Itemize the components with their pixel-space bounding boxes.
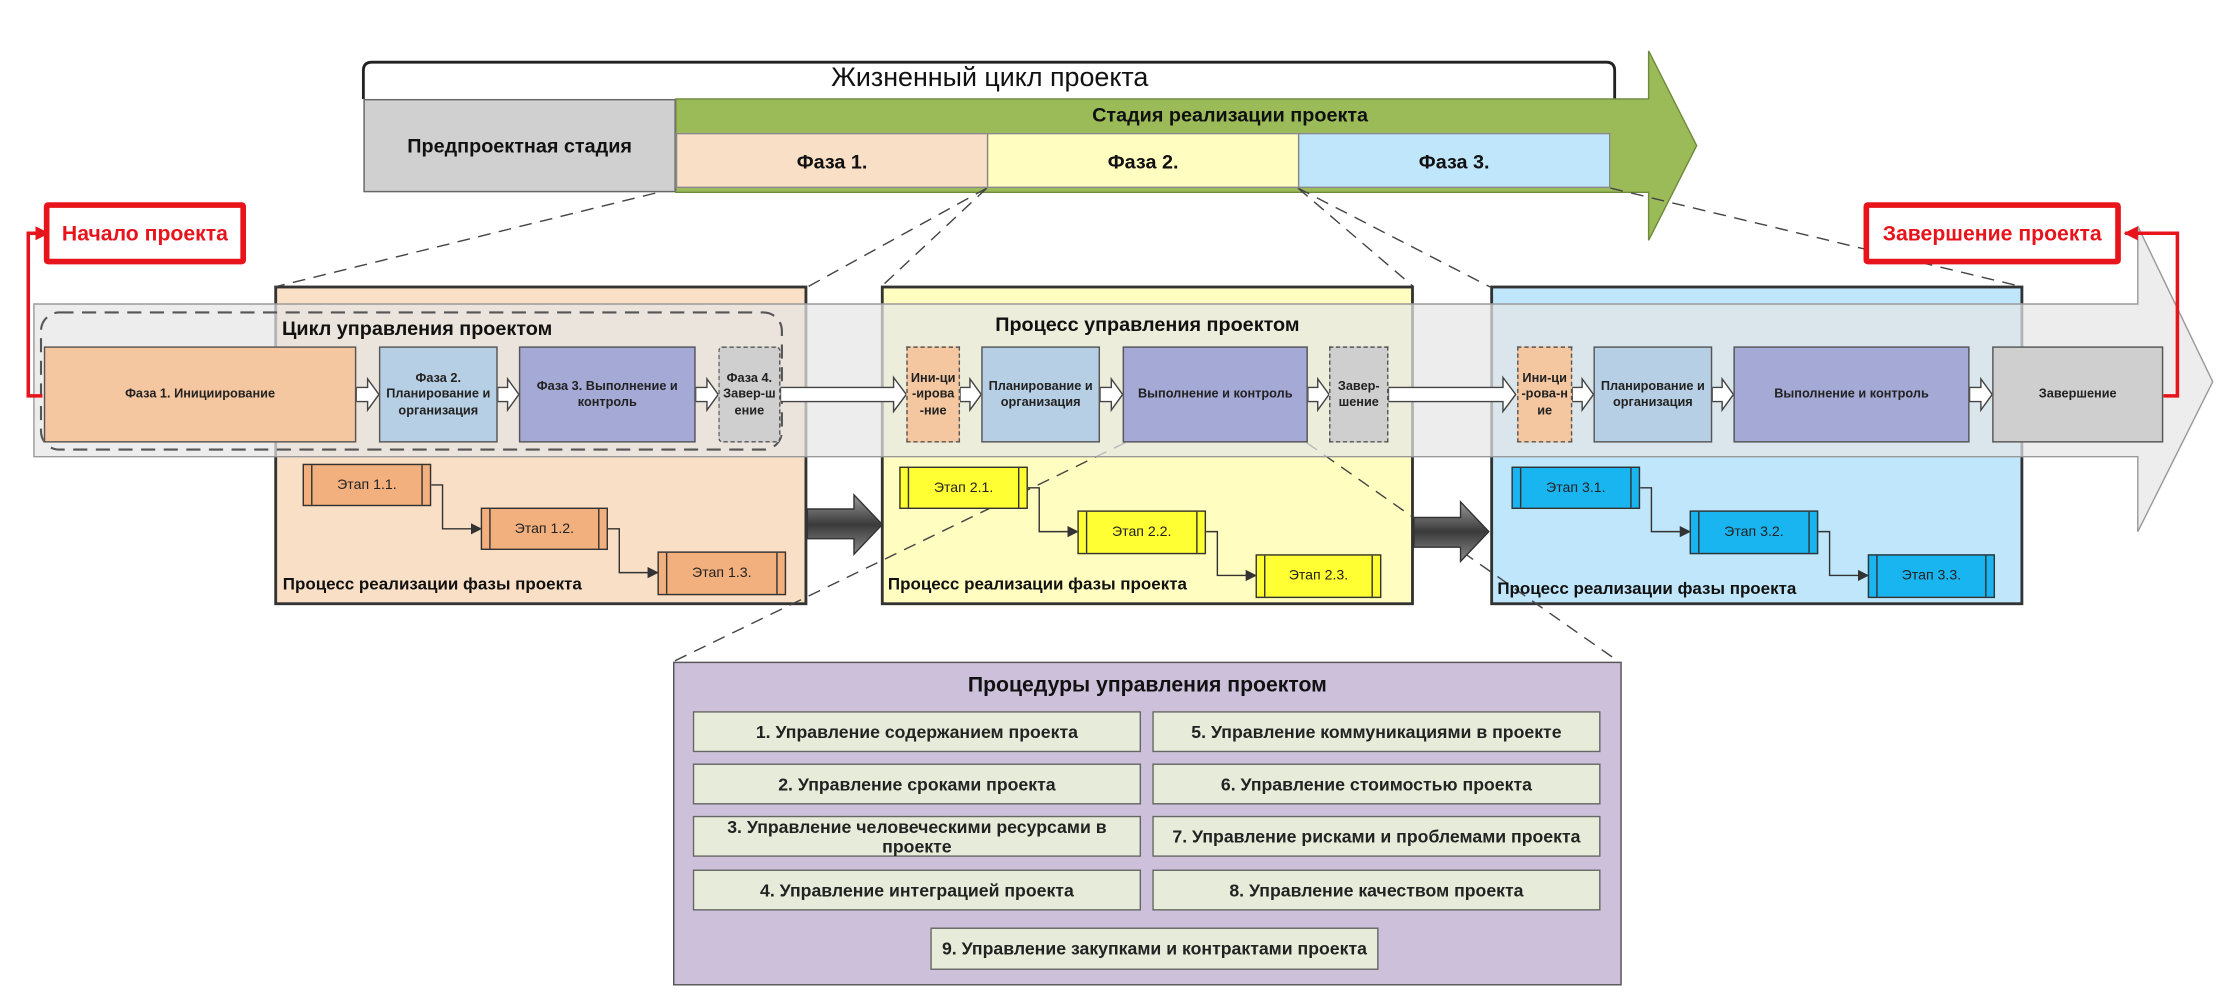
stage-3-1: Этап 3.1. (1511, 466, 1641, 510)
cycle-phase-initiation: Фаза 1. Инициирование (43, 346, 357, 443)
phase1-realization-label: Процесс реализации фазы проекта (282, 574, 582, 594)
procedure-8: 8. Управление качеством проекта (1152, 869, 1601, 911)
procedure-4: 4. Управление интеграцией проекта (692, 869, 1142, 911)
process2-planning: Планирование и организация (981, 346, 1101, 443)
cycle-phase-execution: Фаза 3. Выполнение и контроль (518, 346, 696, 443)
process2-execution: Выполнение и контроль (1122, 346, 1308, 443)
zoom-lines (274, 187, 2024, 663)
procedure-6: 6. Управление стоимостью проекта (1152, 763, 1601, 805)
procedure-1: 1. Управление содержанием проекта (692, 711, 1142, 753)
phase2-to-phase3-arrow (1413, 500, 1490, 564)
procedure-3: 3. Управление человеческими ресурсами в … (692, 815, 1142, 857)
project-end-callout: Завершение проекта (1863, 202, 2121, 265)
stage-2-1: Этап 2.1. (899, 466, 1028, 510)
process3-execution: Выполнение и контроль (1733, 346, 1970, 443)
cycle-phase-planning: Фаза 2. Планирование и организация (378, 346, 498, 443)
phase-3-header: Фаза 3. (1297, 132, 1611, 189)
stage-2-2: Этап 2.2. (1077, 510, 1207, 555)
procedures-title: Процедуры управления проектом (967, 672, 1327, 697)
process3-initiation: Ини-ци-рова-ние (1517, 346, 1573, 443)
process3-closing: Завершение (1992, 346, 2164, 443)
pre-project-stage: Предпроектная стадия (363, 98, 676, 193)
management-cycle-title: Цикл управления проектом (281, 316, 553, 340)
realization-stage-label: Стадия реализации проекта (1092, 103, 1369, 126)
phase3-realization-label: Процесс реализации фазы проекта (1497, 578, 1797, 599)
stage-3-3: Этап 3.3. (1867, 554, 1996, 599)
process2-closing: Завер-шение (1329, 346, 1389, 443)
process3-planning: Планирование и организация (1593, 346, 1713, 443)
stage-3-2: Этап 3.2. (1689, 510, 1819, 555)
lifecycle-bracket (361, 60, 1617, 99)
management-process-title: Процесс управления проектом (995, 312, 1300, 336)
procedure-2: 2. Управление сроками проекта (692, 763, 1142, 805)
start-loop-arrow (26, 226, 50, 398)
stage-1-2: Этап 1.2. (480, 507, 608, 551)
process2-initiation: Ини-ци-ирова-ние (906, 346, 961, 443)
lifecycle-title: Жизненный цикл проекта (831, 63, 1149, 94)
procedure-5: 5. Управление коммуникациями в проекте (1152, 711, 1601, 753)
phase-1-header: Фаза 1. (675, 132, 989, 189)
project-start-callout: Начало проекта (43, 202, 247, 265)
phase2-realization-label: Процесс реализации фазы проекта (887, 574, 1187, 594)
phase1-to-phase2-arrow (806, 493, 884, 557)
stage-2-3: Этап 2.3. (1255, 554, 1382, 599)
end-loop-arrow (2123, 226, 2180, 398)
procedure-7: 7. Управление рисками и проблемами проек… (1152, 815, 1601, 857)
phase-2-header: Фаза 2. (986, 132, 1300, 189)
stage-connectors (431, 484, 1870, 582)
hollow-arrows (355, 375, 1994, 414)
stage-1-3: Этап 1.3. (657, 551, 787, 596)
cycle-phase-closing: Фаза 4. Завер-шение (718, 346, 781, 443)
procedure-9: 9. Управление закупками и контрактами пр… (930, 927, 1379, 970)
management-cycle-frame (39, 311, 783, 451)
stage-1-1: Этап 1.1. (302, 463, 432, 507)
